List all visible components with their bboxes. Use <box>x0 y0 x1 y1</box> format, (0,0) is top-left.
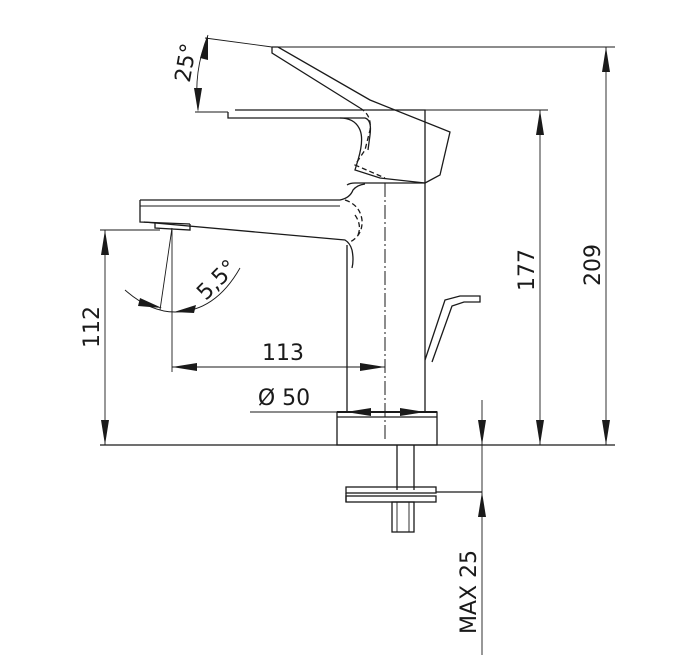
faucet-handle <box>227 46 451 184</box>
dimension-total-height <box>278 46 615 445</box>
dimension-label-113: 113 <box>262 341 304 366</box>
dimension-label-diameter: Ø 50 <box>258 386 310 411</box>
dimension-label-177: 177 <box>515 249 540 291</box>
faucet-spout <box>139 183 366 269</box>
dimension-max-deck <box>478 400 486 655</box>
dimension-label-spout-angle: 5,5° <box>192 255 242 305</box>
dimension-spout-reach <box>171 230 385 372</box>
dimension-label-209: 209 <box>581 244 606 286</box>
popup-rod <box>424 295 481 363</box>
dimension-label-112: 112 <box>80 306 105 348</box>
dimension-base-diameter <box>250 408 437 416</box>
mounting-hardware <box>345 445 437 533</box>
dimension-label-max-deck: MAX 25 <box>457 550 482 634</box>
dimension-spout-height <box>100 229 160 445</box>
dimension-spout-angle <box>124 227 241 313</box>
dimension-lever-angle <box>194 34 273 113</box>
faucet-body <box>336 182 438 446</box>
dimension-body-height <box>425 109 548 445</box>
